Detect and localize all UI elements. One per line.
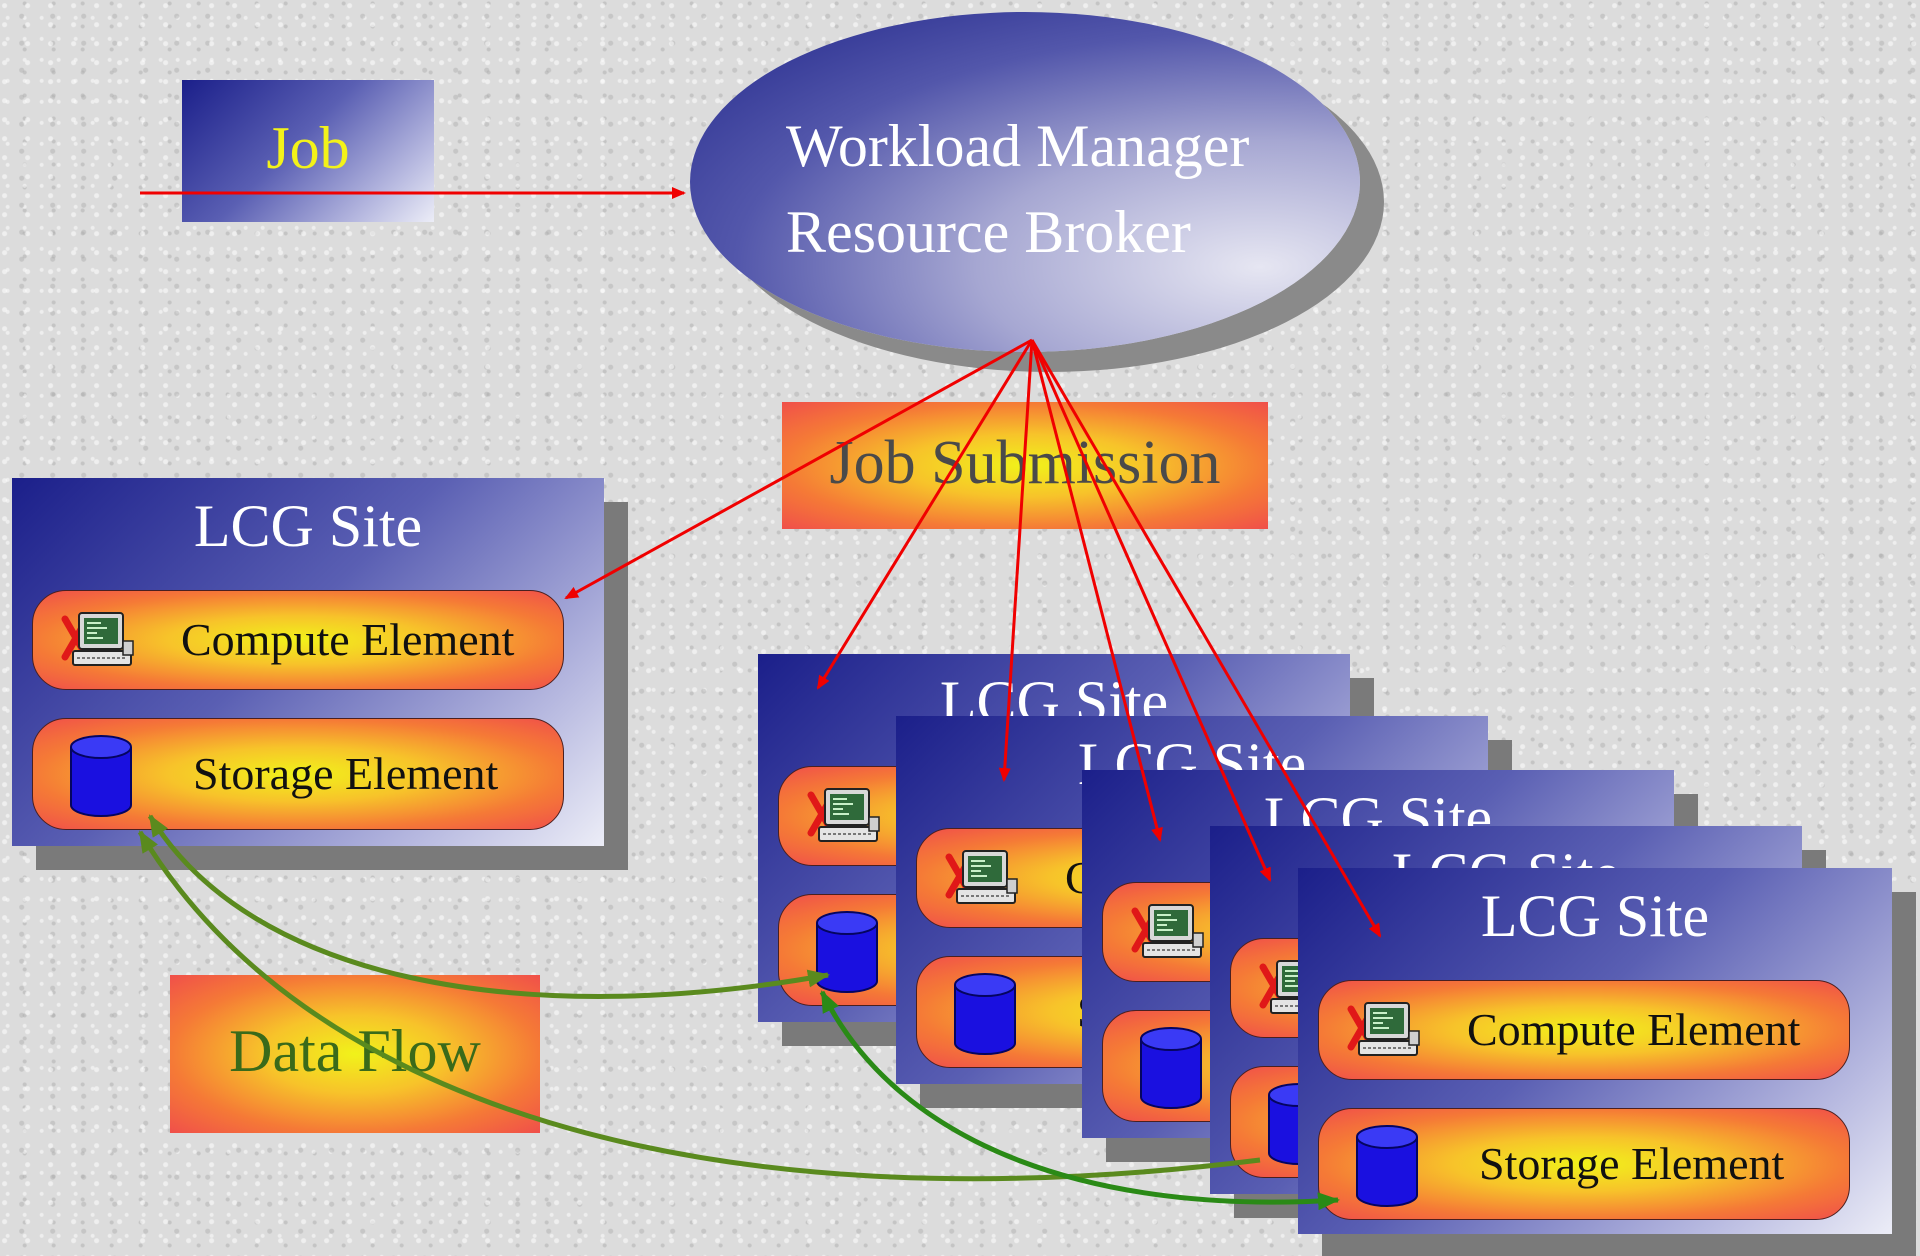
database-icon <box>816 911 878 993</box>
lcg-site-stack-5: LCG Site Compute Element Storage Element <box>1298 868 1892 1234</box>
computer-icon <box>945 849 1025 909</box>
site-title: LCG Site <box>193 493 423 559</box>
compute-element-label: Compute Element <box>1467 1004 1801 1055</box>
database-icon <box>954 973 1016 1055</box>
database-icon <box>70 735 132 817</box>
job-box: Job <box>182 80 434 222</box>
workload-manager-node: Workload Manager Resource Broker <box>690 12 1360 352</box>
lcg-site-primary: LCG Site Compute Element Storage Element <box>12 478 604 846</box>
compute-element: Compute Element <box>1318 980 1850 1080</box>
computer-icon <box>61 611 141 671</box>
job-label: Job <box>266 115 350 181</box>
job-submission-label: Job Submission <box>829 429 1221 497</box>
computer-icon <box>807 787 887 847</box>
storage-element: Storage Element <box>1318 1108 1850 1220</box>
data-flow-box: Data Flow <box>170 975 540 1133</box>
database-icon <box>1140 1027 1202 1109</box>
job-submission-box: Job Submission <box>782 402 1268 529</box>
compute-element-label: Compute Element <box>181 614 515 665</box>
computer-icon <box>1131 903 1211 963</box>
storage-element-label: Storage Element <box>1479 1138 1785 1189</box>
computer-icon <box>1347 1001 1427 1061</box>
resource-broker-label: Resource Broker <box>786 199 1191 265</box>
site-title: LCG Site <box>1480 883 1710 949</box>
storage-element: Storage Element <box>32 718 564 830</box>
data-flow-label: Data Flow <box>229 1018 481 1084</box>
workload-manager-label: Workload Manager <box>786 113 1250 179</box>
compute-element: Compute Element <box>32 590 564 690</box>
storage-element-label: Storage Element <box>193 748 499 799</box>
database-icon <box>1356 1125 1418 1207</box>
